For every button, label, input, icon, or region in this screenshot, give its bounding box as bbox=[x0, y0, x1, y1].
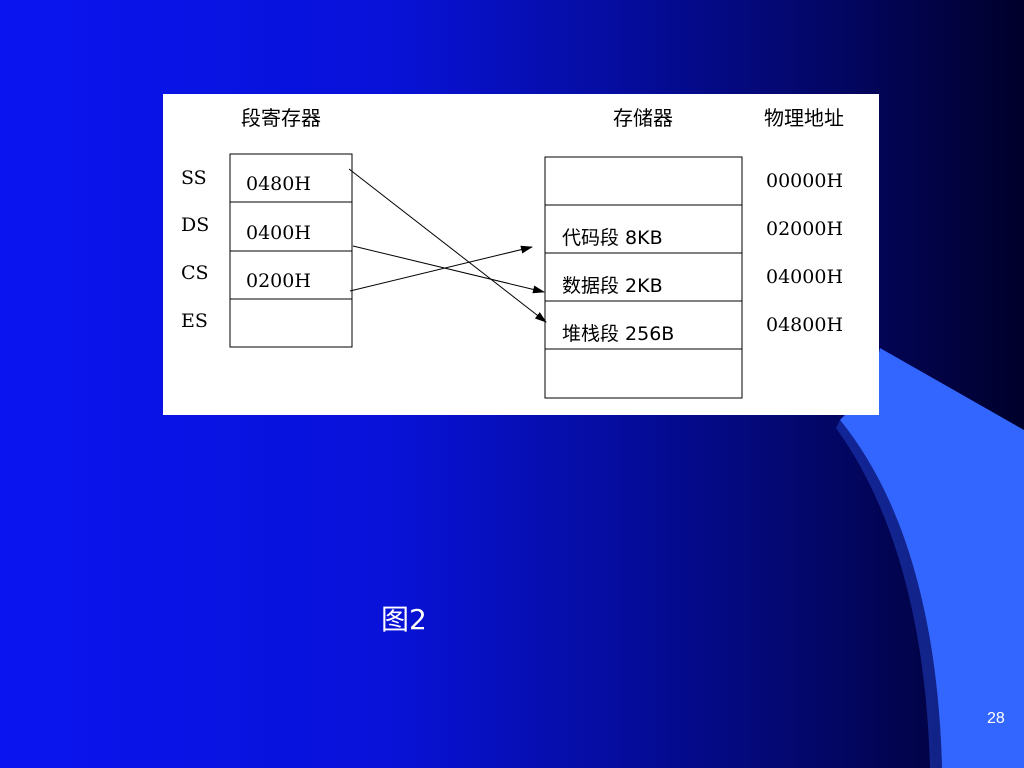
memory-table bbox=[544, 156, 743, 399]
physical-address-2: 04000H bbox=[766, 266, 844, 288]
physical-address-0: 00000H bbox=[766, 170, 844, 192]
segment-registers-heading: 段寄存器 bbox=[241, 106, 321, 130]
figure-caption: 图2 bbox=[381, 603, 427, 636]
memory-cell-label-stack: 堆栈段 256B bbox=[562, 323, 675, 345]
physical-address-heading: 物理地址 bbox=[764, 106, 844, 130]
arrow-cs-to-code bbox=[349, 245, 533, 292]
segment-memory-diagram: 段寄存器 存储器 物理地址 SS DS CS ES 0480H 0400H 02… bbox=[163, 94, 879, 415]
diagram-lines bbox=[229, 153, 743, 399]
physical-address-1: 02000H bbox=[766, 218, 844, 240]
physical-address-3: 04800H bbox=[766, 314, 844, 336]
arrow-ds-to-data bbox=[352, 245, 545, 294]
register-table bbox=[229, 153, 353, 348]
curved-accent-shadow bbox=[836, 420, 942, 768]
register-name-cs: CS bbox=[181, 262, 209, 284]
curved-accent-shape bbox=[840, 348, 1024, 768]
slide-page-number: 28 bbox=[987, 710, 1005, 727]
register-name-ds: DS bbox=[181, 214, 210, 236]
memory-cell-label-code: 代码段 8KB bbox=[562, 227, 663, 249]
memory-cell-label-data: 数据段 2KB bbox=[562, 275, 663, 297]
arrow-ss-to-stack bbox=[348, 168, 547, 323]
register-name-es: ES bbox=[181, 310, 208, 332]
register-value-cs: 0200H bbox=[246, 270, 311, 292]
memory-heading: 存储器 bbox=[613, 106, 673, 130]
register-name-ss: SS bbox=[181, 167, 207, 189]
register-value-ds: 0400H bbox=[246, 222, 311, 244]
mapping-arrows bbox=[348, 168, 547, 323]
register-value-ss: 0480H bbox=[246, 173, 311, 195]
